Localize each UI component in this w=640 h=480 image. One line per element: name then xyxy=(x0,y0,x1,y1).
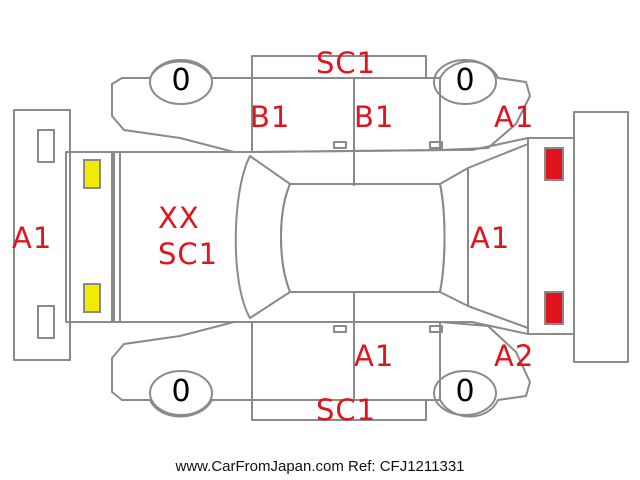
tire-front-right xyxy=(149,370,213,416)
tire-front-right-value: 0 xyxy=(171,374,191,409)
front-bumper-slot-top xyxy=(37,129,55,163)
taillight-top-icon xyxy=(544,147,564,181)
code-roof-top-edge: SC1 xyxy=(316,46,377,80)
code-front-bumper: A1 xyxy=(12,221,53,255)
headlight-top-icon xyxy=(83,159,101,189)
tire-front-left-value: 0 xyxy=(171,63,191,98)
code-front-door-top: B1 xyxy=(250,100,291,134)
tire-rear-right xyxy=(433,370,497,416)
front-bumper-slot-bottom xyxy=(37,305,55,339)
code-rear-quarter-top: A1 xyxy=(494,100,535,134)
reference-footer: www.CarFromJapan.com Ref: CFJ1211331 xyxy=(175,458,465,475)
code-rear-door-top: B1 xyxy=(354,100,395,134)
rear-window xyxy=(439,143,529,329)
code-hood-line2: SC1 xyxy=(158,237,219,271)
tire-rear-left-value: 0 xyxy=(455,63,475,98)
roof xyxy=(280,183,446,293)
code-roof-bottom-edge: SC1 xyxy=(316,393,377,427)
code-rear-door-bottom: A1 xyxy=(354,339,395,373)
code-tailgate: A1 xyxy=(470,221,511,255)
tire-front-left xyxy=(149,59,213,105)
code-hood-line1: XX xyxy=(158,201,200,235)
headlight-bottom-icon xyxy=(83,283,101,313)
left-side-body xyxy=(111,55,531,153)
rear-bumper xyxy=(573,111,629,363)
tire-rear-left xyxy=(433,59,497,105)
taillight-bottom-icon xyxy=(544,291,564,325)
right-side-body xyxy=(111,321,531,421)
code-rear-quarter-bottom: A2 xyxy=(494,339,535,373)
front-bumper xyxy=(13,109,71,361)
tire-rear-right-value: 0 xyxy=(455,374,475,409)
front-lamp-strip xyxy=(65,151,115,323)
